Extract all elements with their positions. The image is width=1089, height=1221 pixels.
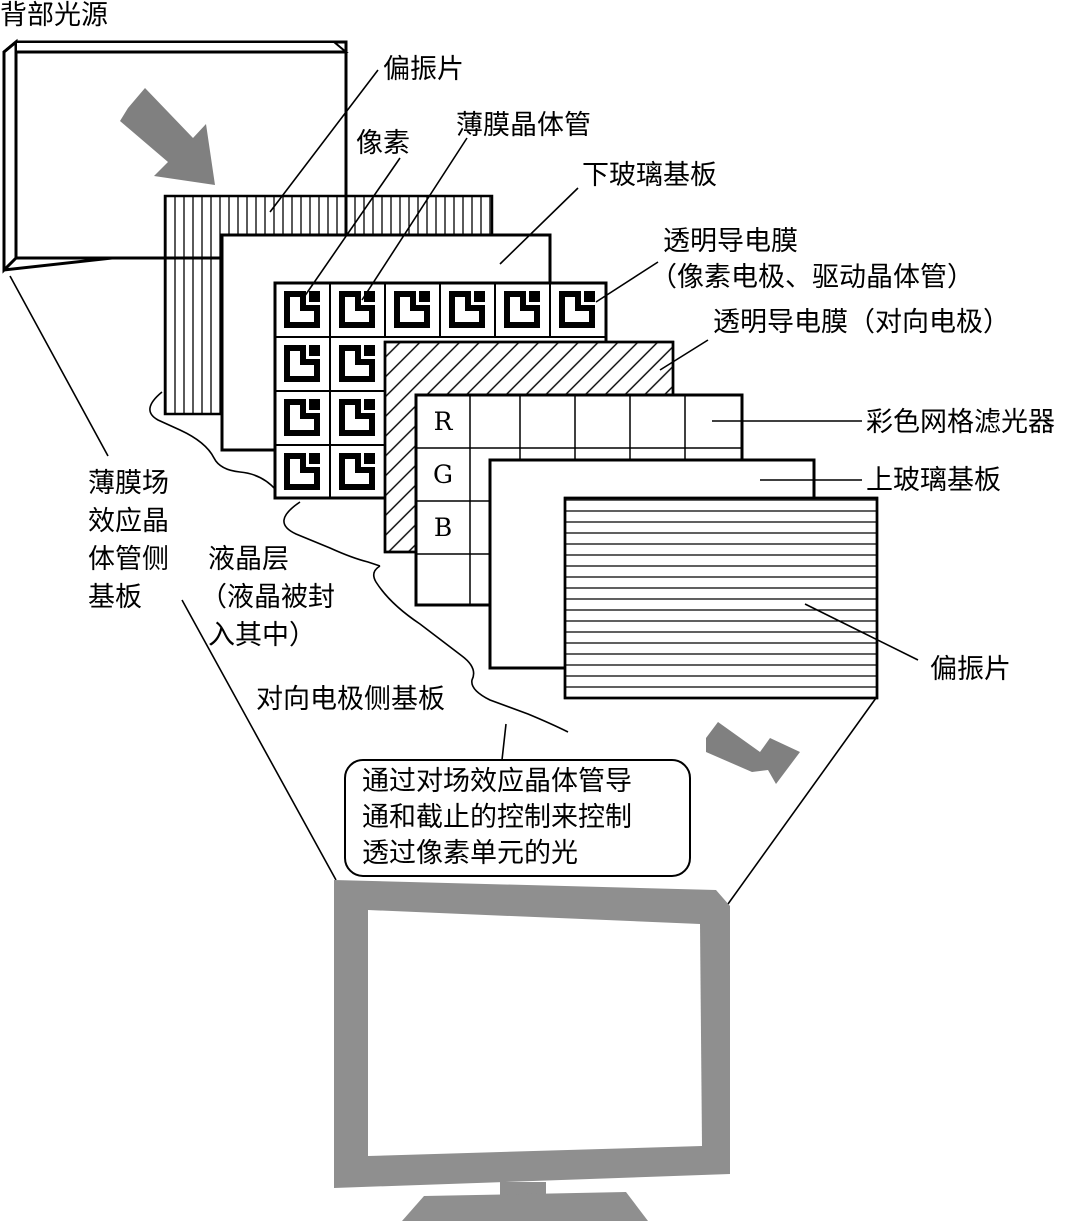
pixel-cell [339, 399, 375, 436]
label-transparent-film-1: 透明导电膜 [663, 226, 798, 257]
monitor [334, 880, 730, 1221]
label-pixel: 像素 [356, 128, 410, 159]
monitor-connector-lines [181, 599, 877, 905]
light-out-arrow [706, 722, 800, 784]
tft-substrate-connector [9, 275, 109, 457]
callout-pointer [486, 723, 507, 761]
leader-lines [269, 69, 919, 661]
label-counter-substrate: 对向电极侧基板 [256, 684, 445, 715]
pixel-cell [504, 291, 540, 328]
light-in-arrow [120, 88, 215, 185]
label-tft-substrate-1: 薄膜场 [88, 468, 169, 499]
pixel-cell [559, 291, 595, 328]
label-backlight: 背部光源 [0, 0, 108, 31]
label-tft-substrate-3: 体管侧 [88, 544, 169, 575]
pixel-cell [284, 345, 320, 382]
rgb-label-g: G [433, 460, 453, 489]
callout-box [344, 759, 691, 877]
rgb-label-b: B [434, 513, 452, 542]
label-color-filter: 彩色网格滤光器 [866, 407, 1055, 438]
label-polarizer-top: 偏振片 [383, 54, 464, 85]
counter-substrate-brace [372, 565, 569, 733]
pixel-cell [449, 291, 485, 328]
tft-substrate-brace [149, 391, 277, 491]
pixel-cell [339, 345, 375, 382]
label-lc-layer-1: 液晶层 [208, 544, 289, 575]
callout-line-2: 通和截止的控制来控制 [362, 802, 632, 833]
pixel-cell [284, 453, 320, 490]
callout-line-1: 通过对场效应晶体管导 [362, 766, 632, 797]
label-tft-substrate-2: 效应晶 [88, 506, 169, 537]
label-lc-layer-3: 入其中） [208, 620, 316, 651]
label-transparent-film-1-detail: （像素电极、驱动晶体管） [650, 262, 974, 293]
rgb-label-r: R [434, 407, 454, 436]
pixel-cells [284, 291, 595, 490]
label-upper-glass: 上玻璃基板 [866, 465, 1001, 496]
pixel-cell [394, 291, 430, 328]
pixel-cell [339, 291, 375, 328]
pixel-cell [339, 453, 375, 490]
lc-layer-brace [283, 501, 381, 567]
label-lower-glass: 下玻璃基板 [582, 160, 717, 191]
label-lc-layer-2: （液晶被封 [200, 582, 335, 613]
label-transparent-film-2: 透明导电膜（对向电极） [713, 307, 1010, 338]
label-polarizer-bottom: 偏振片 [930, 654, 1011, 685]
pixel-cell [284, 399, 320, 436]
label-tft: 薄膜晶体管 [456, 110, 591, 141]
polarizer-bottom [563, 496, 879, 700]
callout-line-3: 透过像素单元的光 [362, 838, 578, 869]
pixel-cell [284, 291, 320, 328]
labels: 背部光源 偏振片 像素 薄膜晶体管 下玻璃基板 透明导电膜 （像素电极、驱动晶体… [0, 0, 1055, 869]
label-tft-substrate-4: 基板 [88, 582, 142, 613]
